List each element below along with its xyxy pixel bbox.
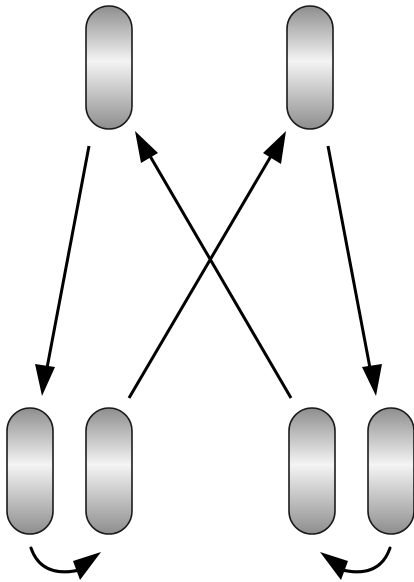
bottom-right-outer-cell	[367, 407, 414, 535]
top-left-cell	[85, 5, 133, 130]
curved-arrow-bottom-left	[29, 546, 101, 580]
top-right-cell	[286, 5, 334, 130]
arrow-bottom-left-to-top-right	[127, 131, 286, 399]
arrow-bottom-right-to-top-left	[135, 131, 293, 399]
bottom-right-inner-cell	[288, 407, 336, 535]
bottom-left-inner-cell	[85, 407, 133, 535]
arrow-top-right-to-bottom-right	[326, 145, 382, 396]
arrow-top-left-to-bottom-left	[35, 145, 91, 396]
bottom-left-outer-cell	[6, 407, 54, 535]
curved-arrow-bottom-right	[320, 546, 392, 580]
